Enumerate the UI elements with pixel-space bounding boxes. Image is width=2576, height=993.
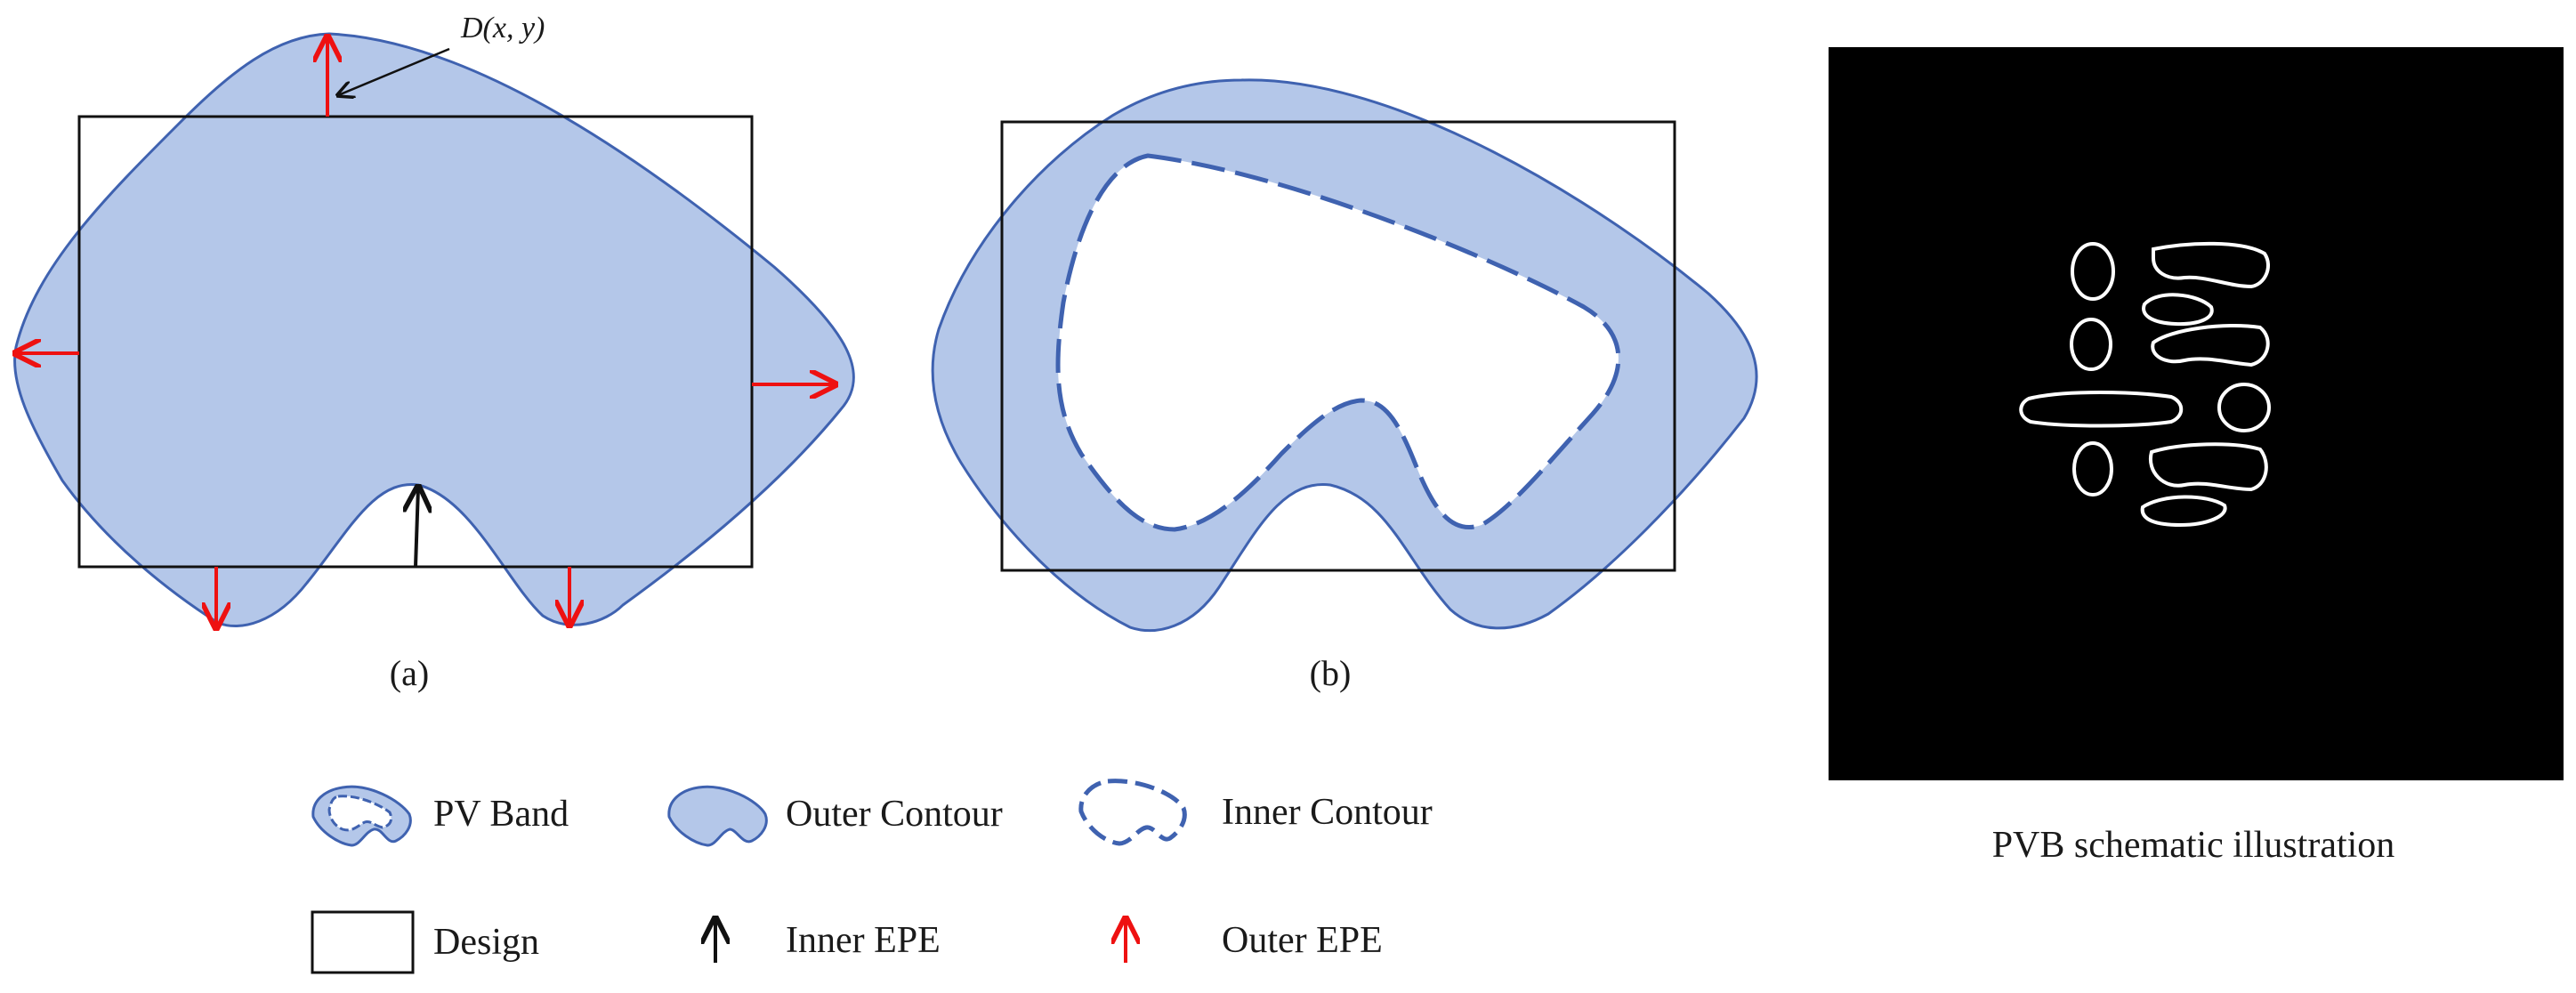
legend-design: Design — [311, 910, 539, 974]
legend-outer-epe: Outer EPE — [1126, 919, 1383, 963]
legend-pv-band-label: PV Band — [433, 794, 569, 835]
legend-outer-contour: Outer Contour — [667, 785, 1003, 847]
inner-contour-icon — [1078, 779, 1187, 846]
pvb-blob-4 — [2070, 318, 2112, 371]
pvb-blob-1 — [2071, 242, 2115, 301]
pv-band-inner-icon — [327, 795, 393, 832]
design-icon — [311, 910, 415, 974]
panel-b: (b) — [931, 78, 1758, 693]
legend-inner-contour-label: Inner Contour — [1222, 792, 1433, 833]
legend-outer-contour-label: Outer Contour — [786, 794, 1003, 835]
legend-inner-contour: Inner Contour — [1078, 779, 1433, 846]
pvb-blob-9 — [2148, 442, 2268, 492]
pvb-image: PVB schematic illustration — [1829, 47, 2564, 866]
design-rect-b — [1000, 120, 1676, 572]
dxy-pointer — [338, 47, 450, 95]
legend-inner-epe: Inner EPE — [715, 919, 941, 963]
pvb-blob-7 — [2217, 383, 2271, 432]
pvb-blob-5 — [2151, 324, 2270, 367]
panel-b-label: (b) — [1310, 653, 1352, 693]
pvb-caption: PVB schematic illustration — [1992, 825, 2395, 866]
inner-contour-b — [1055, 153, 1621, 532]
pvb-blob-3 — [2142, 293, 2214, 327]
pvb-contours — [2019, 241, 2271, 528]
pvb-image-background — [1829, 47, 2564, 780]
legend-outer-epe-label: Outer EPE — [1222, 920, 1383, 961]
pvb-blob-8 — [2072, 441, 2113, 496]
panel-a-label: (a) — [390, 653, 429, 693]
outer-contour-icon — [667, 785, 768, 847]
pvb-blob-6 — [2019, 391, 2184, 428]
inner-epe-arrow — [416, 488, 418, 568]
pvb-blob-10 — [2140, 495, 2227, 528]
pvb-blob-2 — [2152, 241, 2270, 289]
legend-inner-epe-label: Inner EPE — [786, 920, 941, 961]
panel-a: D(x, y) (a) — [13, 12, 855, 693]
legend: PV Band Outer Contour Inner Contour Desi… — [311, 779, 1433, 974]
legend-pv-band: PV Band — [311, 785, 569, 847]
dxy-label: D(x, y) — [460, 12, 545, 44]
legend-design-label: Design — [433, 922, 539, 963]
outer-contour-a — [13, 32, 855, 628]
